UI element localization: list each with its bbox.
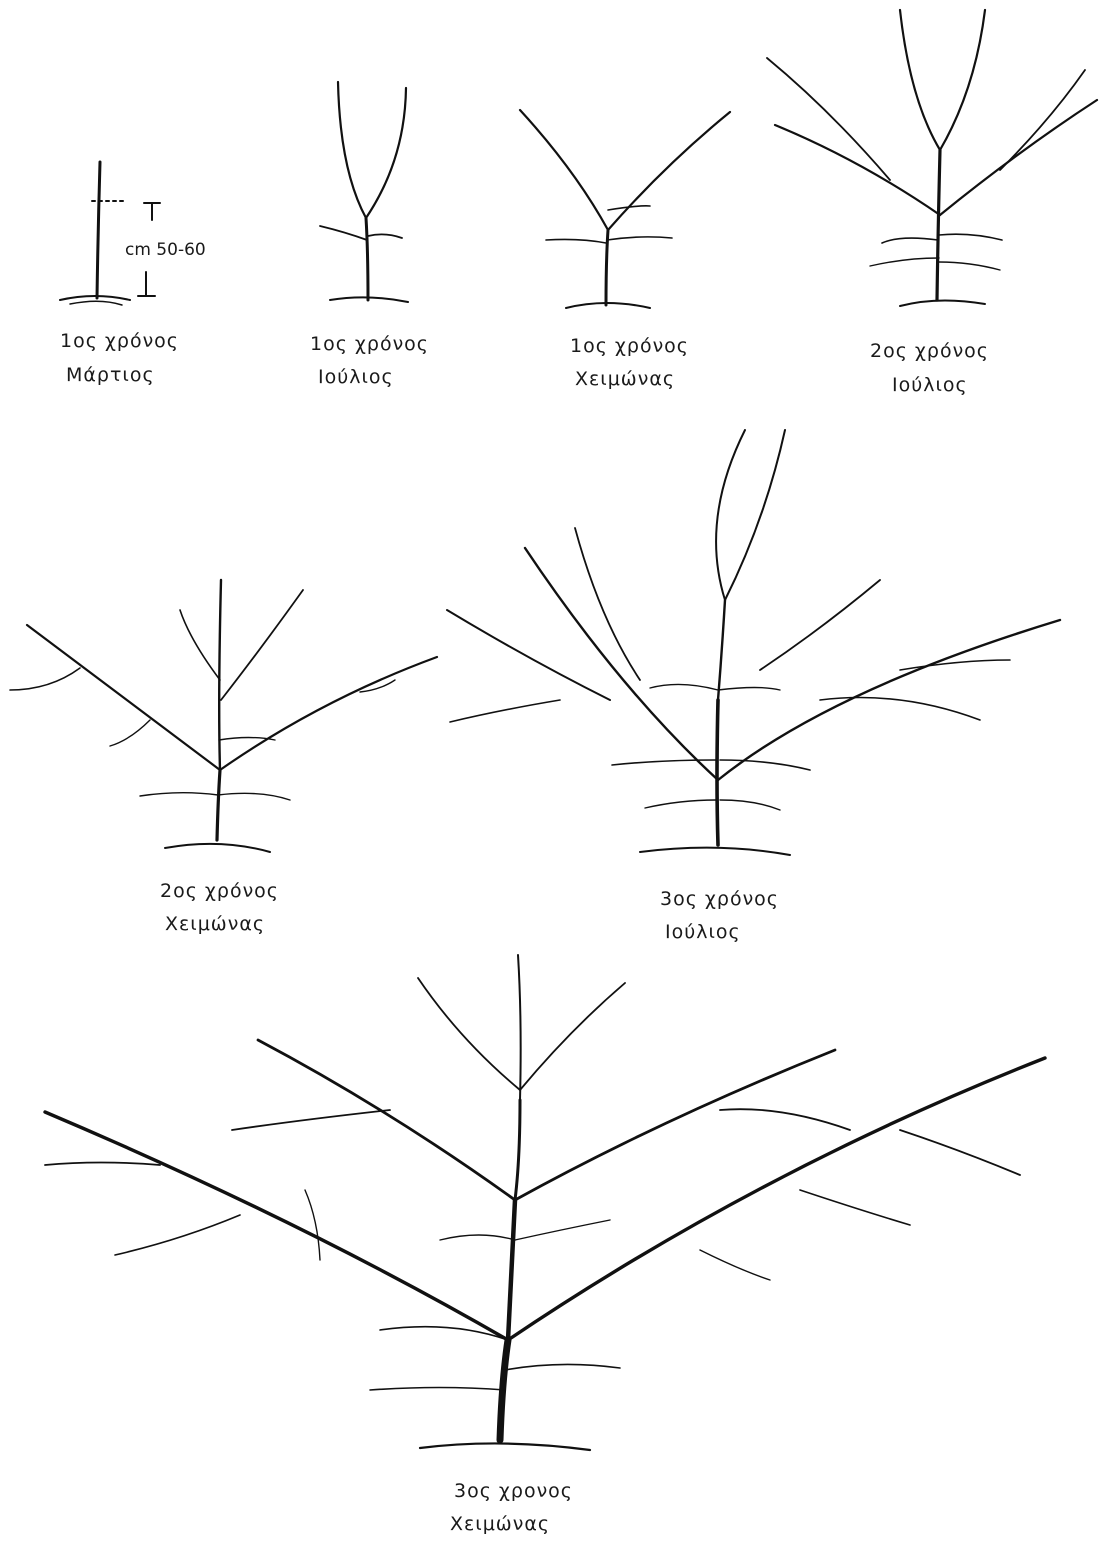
tree-stage-6	[447, 430, 1060, 855]
stage-6-season: Ιούλιος	[665, 921, 741, 943]
stage-1-year: 1ος χρόνος	[60, 330, 179, 352]
stage-2-season: Ιούλιος	[318, 366, 394, 388]
stage-6-year: 3ος χρόνος	[660, 888, 779, 910]
tree-stage-1	[60, 162, 160, 305]
stage-5-year: 2ος χρόνος	[160, 880, 279, 902]
stage-4-season: Ιούλιος	[892, 374, 968, 396]
stage-1-season: Μάρτιος	[66, 364, 155, 386]
stage-7-season: Χειμώνας	[450, 1513, 550, 1535]
tree-stage-4	[767, 10, 1097, 306]
measurement-label: cm 50-60	[125, 240, 206, 260]
tree-stage-7	[45, 955, 1045, 1450]
tree-stage-3	[520, 110, 730, 308]
stage-3-year: 1ος χρόνος	[570, 335, 689, 357]
stage-3-season: Χειμώνας	[575, 368, 675, 390]
stage-7-year: 3ος χρονος	[454, 1480, 573, 1502]
stage-4-year: 2ος χρόνος	[870, 340, 989, 362]
tree-stage-5	[10, 580, 437, 852]
tree-stage-2	[320, 82, 408, 302]
stage-2-year: 1ος χρόνος	[310, 333, 429, 355]
stage-5-season: Χειμώνας	[165, 913, 265, 935]
